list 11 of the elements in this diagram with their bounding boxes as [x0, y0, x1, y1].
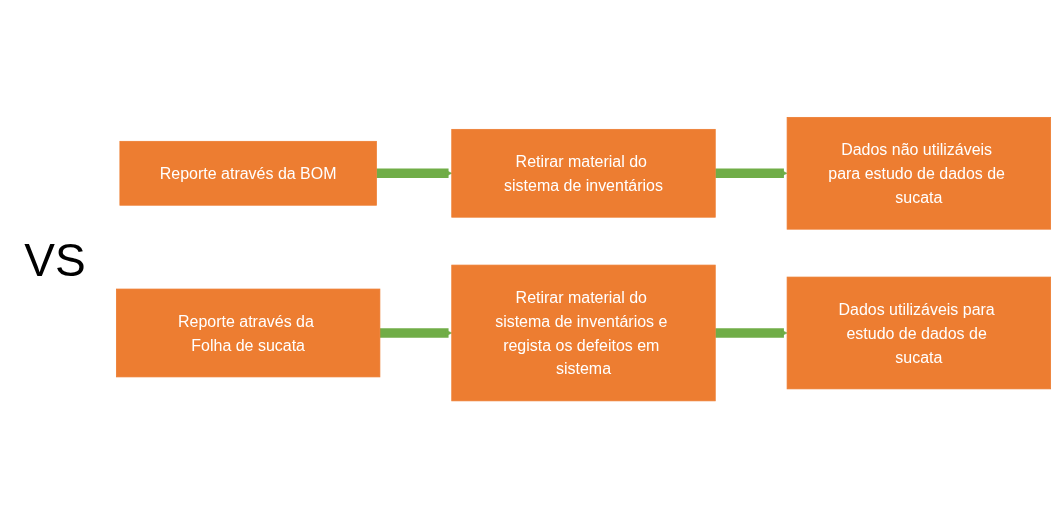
node-box: Reporte através da Folha de sucata: [116, 289, 381, 378]
arrow: [379, 328, 453, 339]
arrow: [715, 328, 788, 339]
node-box: Dados não utilizáveis para estudo de dados de sucata: [786, 117, 1051, 230]
node-box: Retirar material do sistema de inventários e regista os defeitos em sistema: [451, 265, 716, 402]
arrow: [715, 168, 788, 179]
node-box: Dados utilizáveis para estudo de dados de sucata: [786, 277, 1051, 390]
node-box: Retirar material do sistema de inventários: [451, 129, 716, 218]
versus-label: VS: [24, 232, 86, 287]
node-box: Reporte através da BOM: [119, 141, 377, 206]
arrow: [376, 168, 453, 179]
